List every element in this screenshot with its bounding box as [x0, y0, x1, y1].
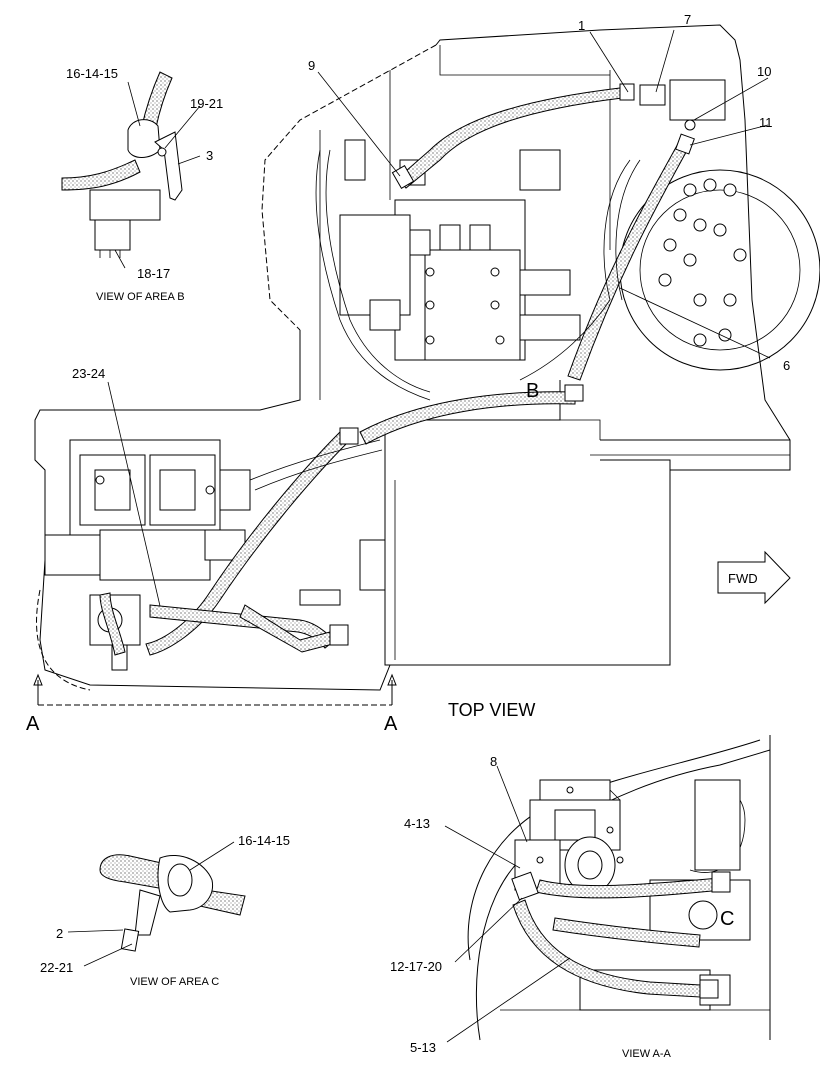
callout-16-14-15-area-b: 16-14-15	[66, 66, 118, 81]
leader-lines	[67, 29, 771, 1043]
callout-19-21: 19-21	[190, 96, 223, 111]
marker-b: B	[526, 380, 539, 402]
callout-23-24: 23-24	[72, 366, 105, 381]
callout-16-14-15-area-c: 16-14-15	[238, 833, 290, 848]
callout-2: 2	[56, 926, 63, 941]
callout-3: 3	[206, 148, 213, 163]
view-area-b-drawing	[61, 71, 183, 258]
callout-5-13: 5-13	[410, 1040, 436, 1055]
callout-22-21: 22-21	[40, 960, 73, 975]
section-line-a-a	[33, 673, 397, 706]
view-title-area-b: VIEW OF AREA B	[96, 291, 185, 303]
view-title-a-a: VIEW A-A	[622, 1048, 672, 1060]
callout-1: 1	[578, 18, 585, 33]
callout-18-17: 18-17	[137, 266, 170, 281]
callout-10: 10	[757, 64, 771, 79]
marker-c: C	[720, 908, 734, 930]
view-markers: B C A A	[26, 380, 734, 930]
view-title-area-c: VIEW OF AREA C	[130, 976, 219, 988]
callout-12-17-20: 12-17-20	[390, 959, 442, 974]
marker-a-right: A	[384, 713, 398, 735]
view-title-top: TOP VIEW	[448, 700, 535, 720]
callout-labels: 1 7 9 10 11 6 23-24 16-14-15 19-21 3 18-…	[40, 12, 790, 1055]
view-titles: VIEW OF AREA B VIEW OF AREA C TOP VIEW V…	[96, 291, 758, 1060]
fwd-label: FWD	[728, 571, 758, 586]
callout-11: 11	[759, 115, 773, 130]
callout-6: 6	[783, 358, 790, 373]
callout-4-13: 4-13	[404, 816, 430, 831]
marker-a-left: A	[26, 713, 40, 735]
callout-8: 8	[490, 754, 497, 769]
view-area-c-drawing	[99, 854, 246, 952]
top-view-drawing	[34, 24, 820, 691]
forward-arrow	[717, 550, 791, 605]
callout-9: 9	[308, 58, 315, 73]
view-a-a-drawing	[467, 735, 771, 1041]
callout-7: 7	[684, 12, 691, 27]
bolt-ring	[658, 178, 747, 347]
